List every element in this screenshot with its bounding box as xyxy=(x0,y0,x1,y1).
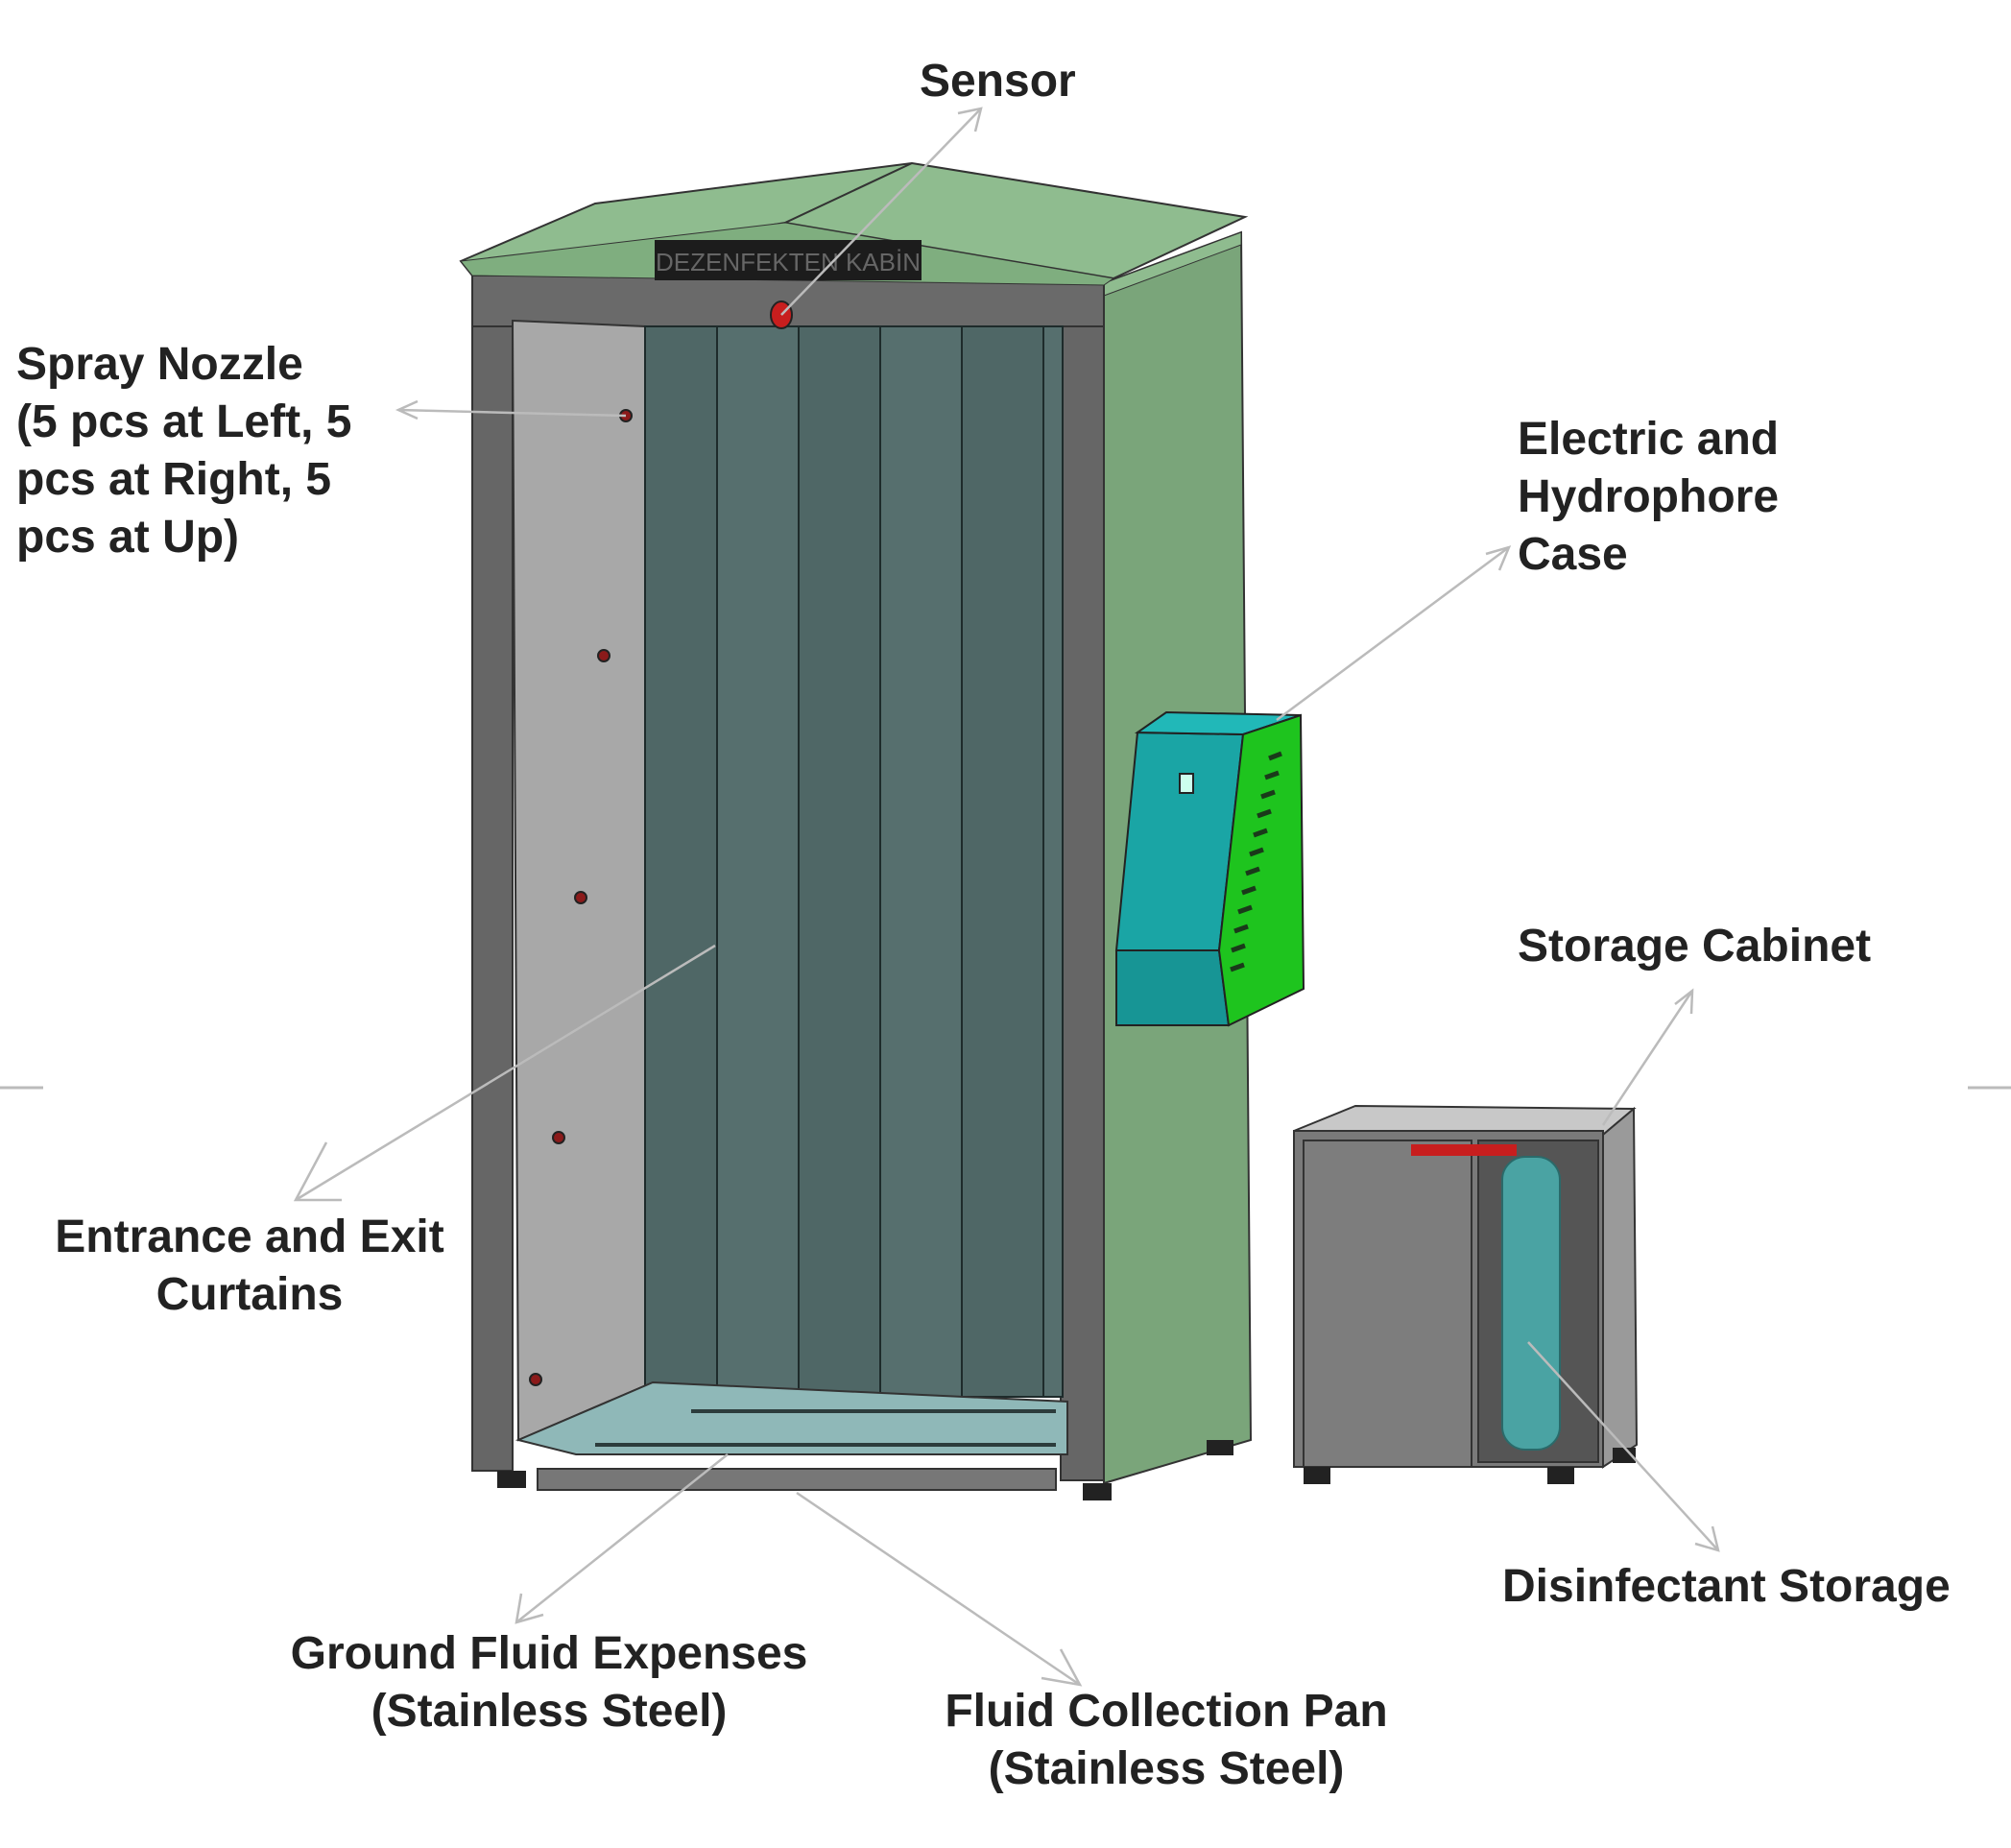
cabinet-door xyxy=(1303,1140,1472,1468)
cabin-frame-left-post xyxy=(471,275,514,1472)
cabin-sign xyxy=(655,240,922,280)
arrowhead-electric-case xyxy=(1485,545,1512,571)
case-front-lower xyxy=(1115,949,1231,1026)
cabin-floor-grate xyxy=(515,1380,1068,1455)
label-line: Hydrophore xyxy=(1518,471,1780,522)
storage-cabinet xyxy=(1293,1104,1639,1484)
disinfectant-tank xyxy=(1501,1156,1561,1451)
label-line: Curtains xyxy=(156,1269,344,1320)
cabinet-side xyxy=(1602,1106,1639,1469)
case-lock xyxy=(1179,773,1194,794)
cabin-foot xyxy=(1083,1483,1112,1500)
cabin-foot xyxy=(1207,1440,1233,1455)
label-line: Disinfectant Storage xyxy=(1502,1561,1951,1612)
leader-electric-case xyxy=(1276,545,1510,722)
cabin: DEZENFEKTEN KABİN xyxy=(459,161,1253,1500)
case-vents xyxy=(1230,751,1282,972)
label-sensor: Sensor xyxy=(920,53,1076,110)
arrowhead-collection-pan xyxy=(1041,1648,1083,1687)
label-storage-cabinet: Storage Cabinet xyxy=(1518,918,1871,975)
label-fluid-collection-pan: Fluid Collection Pan (Stainless Steel) xyxy=(922,1683,1411,1798)
arrowhead-curtains xyxy=(293,1141,342,1202)
label-line: pcs at Right, 5 xyxy=(16,454,332,505)
cabinet-red-handle xyxy=(1411,1144,1517,1156)
nozzle xyxy=(574,891,587,904)
label-line: Spray Nozzle xyxy=(16,339,303,390)
cabin-frame-right-post xyxy=(1060,284,1105,1481)
arrowhead-disinfectant-storage xyxy=(1694,1525,1720,1552)
leader-lines xyxy=(293,107,1720,1687)
cabinet-foot xyxy=(1613,1448,1636,1463)
cabin-curtains xyxy=(644,325,1064,1398)
leader-ground-fluid xyxy=(515,1453,729,1623)
curtain-panel xyxy=(879,325,963,1398)
cabinet-foot xyxy=(1547,1467,1574,1484)
label-line: pcs at Up) xyxy=(16,512,240,563)
label-electric-hydrophore-case: Electric and Hydrophore Case xyxy=(1518,411,1779,584)
cabin-collection-pan xyxy=(537,1468,1057,1491)
electric-hydrophore-case xyxy=(1114,710,1305,1027)
label-disinfectant-storage: Disinfectant Storage xyxy=(1502,1558,1951,1616)
curtain-panel xyxy=(716,325,800,1398)
label-line: Electric and xyxy=(1518,414,1780,465)
label-line: (Stainless Steel) xyxy=(371,1686,728,1737)
leader-disinfectant-storage xyxy=(1527,1341,1719,1551)
arrowhead-sensor xyxy=(957,107,983,132)
nozzle xyxy=(552,1131,565,1144)
nozzle xyxy=(597,649,610,662)
nozzle xyxy=(529,1373,542,1386)
cabin-interior-left-wall xyxy=(511,319,655,1442)
curtain-panel xyxy=(798,325,881,1398)
cabinet-foot xyxy=(1304,1467,1330,1484)
label-line: Sensor xyxy=(920,56,1076,107)
leader-storage-cabinet xyxy=(1601,990,1694,1126)
label-line: Storage Cabinet xyxy=(1518,921,1872,972)
cabin-foot xyxy=(497,1471,526,1488)
label-line: Case xyxy=(1518,529,1628,580)
arrowhead-storage-cabinet xyxy=(1674,988,1694,1015)
arrowhead-spray-nozzle xyxy=(395,399,419,420)
label-line: Ground Fluid Expenses xyxy=(290,1628,808,1679)
curtain-panel xyxy=(961,325,1044,1398)
cabin-sign-text: DEZENFEKTEN KABİN xyxy=(656,248,921,276)
leader-collection-pan xyxy=(796,1491,1081,1687)
arrowhead-ground-fluid xyxy=(515,1593,544,1624)
curtain-panel xyxy=(1042,325,1064,1398)
leader-spray-nozzle xyxy=(397,408,627,418)
label-line: (Stainless Steel) xyxy=(988,1743,1345,1794)
label-curtains: Entrance and Exit Curtains xyxy=(38,1209,461,1324)
label-spray-nozzle: Spray Nozzle (5 pcs at Left, 5 pcs at Ri… xyxy=(16,336,351,566)
label-line: (5 pcs at Left, 5 xyxy=(16,396,352,447)
label-line: Entrance and Exit xyxy=(55,1212,444,1262)
leader-sensor xyxy=(780,108,982,316)
label-ground-fluid-expenses: Ground Fluid Expenses (Stainless Steel) xyxy=(271,1625,827,1740)
curtain-panel xyxy=(644,325,718,1398)
label-line: Fluid Collection Pan xyxy=(945,1686,1388,1737)
leader-curtains xyxy=(295,944,716,1202)
